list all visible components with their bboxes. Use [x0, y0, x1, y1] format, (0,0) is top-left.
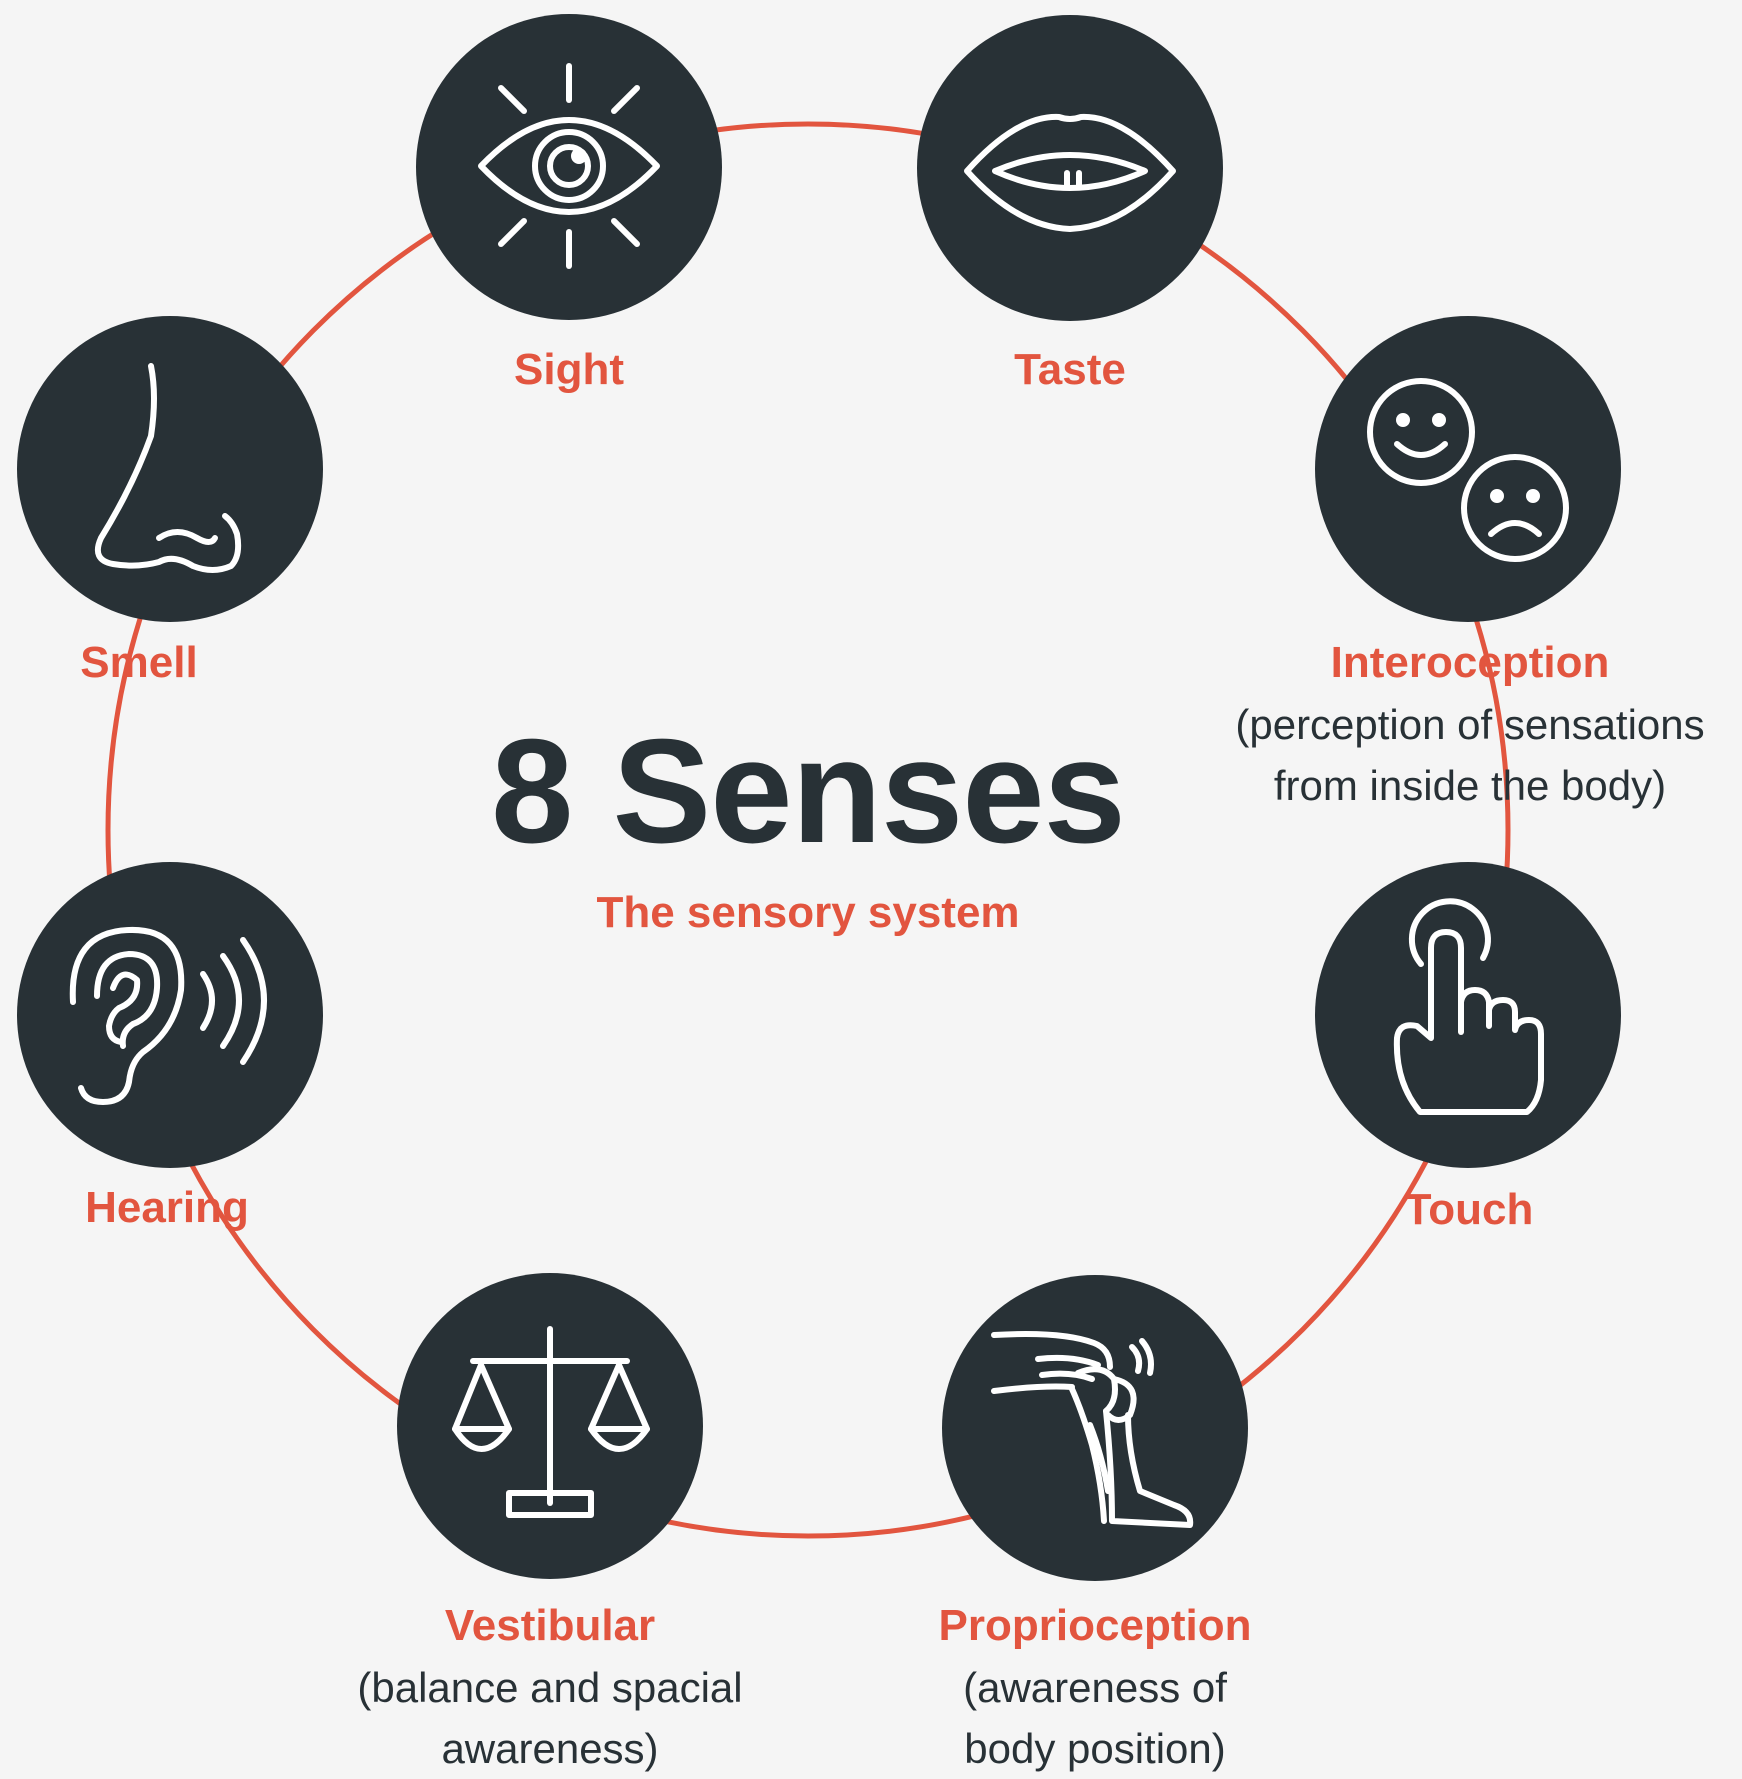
sense-label-proprioception: Proprioception — [938, 1601, 1252, 1650]
balance-scale-icon — [452, 1326, 650, 1518]
lips-icon — [964, 113, 1176, 232]
sense-node-touch — [1315, 862, 1621, 1168]
eye-icon — [478, 63, 660, 269]
sense-label-taste: Taste — [1014, 345, 1126, 394]
sense-description-proprioception-line-2: body position) — [964, 1725, 1226, 1772]
sense-node-interoception — [1315, 316, 1621, 622]
sense-description-interoception-line-1: (perception of sensations — [1235, 701, 1705, 748]
sense-label-vestibular: Vestibular — [444, 1601, 656, 1650]
sense-node-taste — [917, 15, 1223, 321]
sense-label-sight: Sight — [514, 345, 624, 394]
knee-joint-icon — [991, 1331, 1194, 1528]
sense-label-smell: Smell — [80, 638, 198, 687]
diagram-subtitle: The sensory system — [596, 888, 1020, 937]
sense-node-proprioception — [942, 1275, 1248, 1581]
sense-label-touch: Touch — [1404, 1185, 1534, 1234]
sense-node-vestibular — [397, 1273, 703, 1579]
ear-icon — [69, 926, 267, 1105]
sense-label-interoception: Interoception — [1330, 638, 1610, 687]
sense-node-smell — [17, 316, 323, 622]
sense-description-vestibular-line-1: (balance and spacial — [357, 1664, 743, 1711]
sense-node-sight — [416, 14, 722, 320]
sense-node-hearing — [17, 862, 323, 1168]
diagram-title: 8 Senses — [491, 709, 1126, 874]
sense-description-interoception-line-2: from inside the body) — [1273, 762, 1667, 809]
sense-label-hearing: Hearing — [85, 1183, 249, 1232]
nose-icon — [95, 363, 242, 573]
sense-description-vestibular-line-2: awareness) — [441, 1725, 659, 1772]
sense-description-proprioception-line-1: (awareness of — [963, 1664, 1227, 1711]
faces-icon — [1367, 378, 1569, 562]
pointing-hand-icon — [1393, 898, 1544, 1115]
